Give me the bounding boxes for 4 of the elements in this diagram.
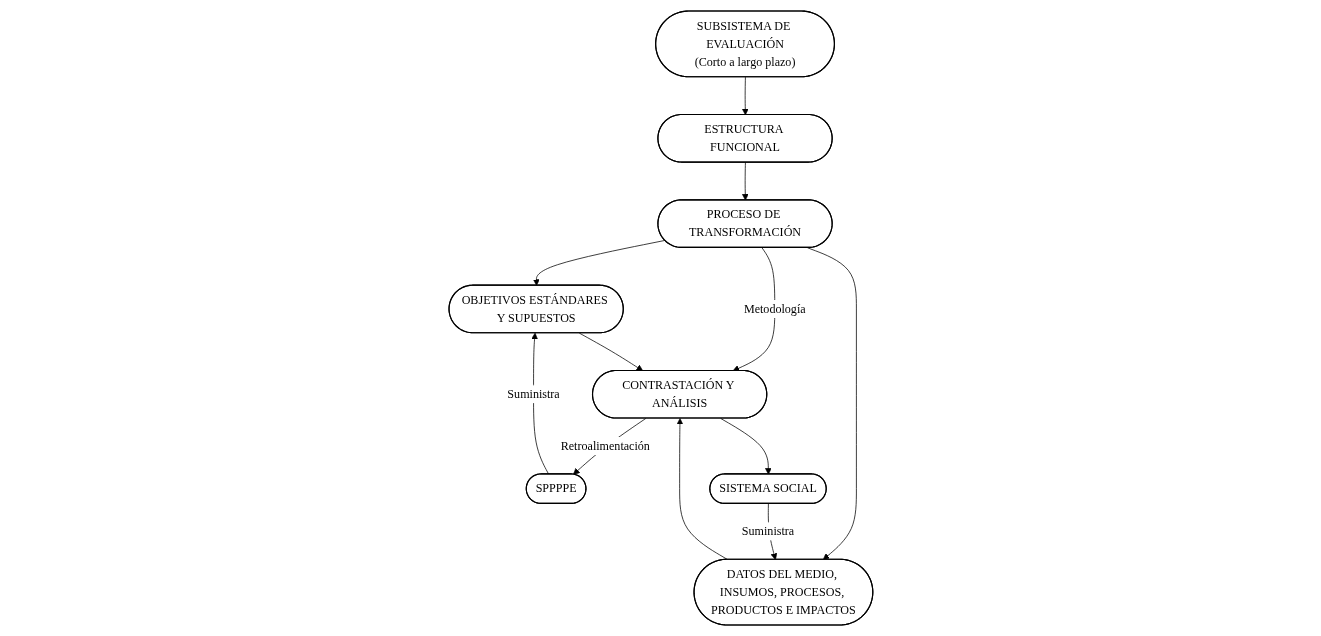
edge-label: Suministra xyxy=(741,524,794,538)
edge-label: Suministra xyxy=(506,387,560,401)
edge-label: Metodología xyxy=(743,302,806,315)
edge-label: Retroalimentación xyxy=(560,439,650,453)
